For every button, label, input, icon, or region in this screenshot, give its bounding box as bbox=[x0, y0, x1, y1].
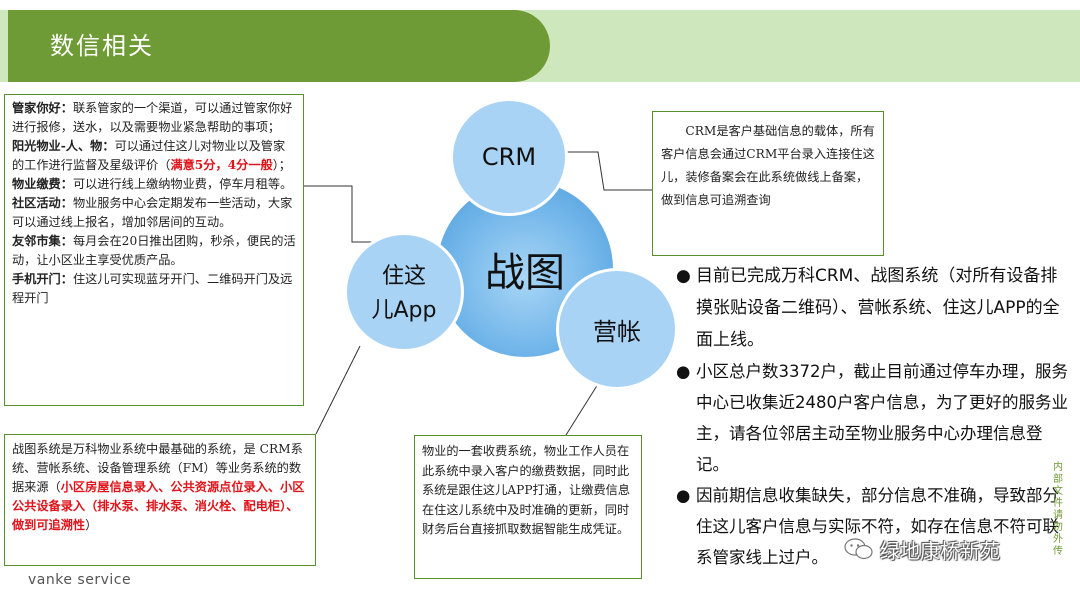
feature-text-sunshine-end: ）； bbox=[272, 158, 291, 172]
feature-text-payment: 可以进行线上缴纳物业费，停车月租等。 bbox=[72, 177, 293, 191]
bullet-item: ● 小区总户数3372户，截止目前通过停车办理，服务中心已收集近2480户客户信… bbox=[676, 356, 1074, 480]
yingzhang-description-box: 物业的一套收费系统，物业工作人员在此系统中录入客户的缴费数据，同时此系统是跟住这… bbox=[414, 435, 642, 579]
feature-key-activity: 社区活动： bbox=[12, 196, 73, 210]
connector-bottom-mid bbox=[565, 383, 599, 436]
bullet-dot-icon: ● bbox=[676, 266, 691, 286]
connector-bottom-left bbox=[315, 345, 361, 435]
crm-description-box: CRM是客户基础信息的载体，所有客户信息会通过CRM平台录入连接住这儿，装修备案… bbox=[652, 111, 884, 256]
circle-crm: CRM bbox=[450, 98, 568, 216]
page-title: 数信相关 bbox=[50, 32, 154, 60]
bullet-dot-icon: ● bbox=[676, 486, 691, 505]
wechat-icon bbox=[844, 538, 873, 560]
feature-text-sunshine: 可以通过住这儿对物业以及管家的工作进行监督及星级评价（ bbox=[12, 139, 286, 172]
circle-zhantu-label: 战图 bbox=[485, 250, 565, 296]
zhantu-description-box: 战图系统是万科物业系统中最基础的系统，是 CRM系统、营帐系统、设备管理系统（F… bbox=[4, 434, 316, 566]
wechat-watermark: 绿地康桥新苑 bbox=[844, 534, 1000, 564]
vanke-service-logo: vanke service bbox=[28, 572, 132, 588]
feature-key-market: 友邻市集： bbox=[12, 234, 73, 248]
header-tab bbox=[8, 10, 550, 82]
feature-rating-note: 满意5分，4分一般 bbox=[170, 158, 273, 172]
watermark-text: 绿地康桥新苑 bbox=[880, 538, 1000, 563]
zhuzheer-features-box: 管家你好：联系管家的一个渠道，可以通过管家你好进行报修，送水，以及需要物业紧急帮… bbox=[4, 94, 304, 406]
bullet-dot-icon: ● bbox=[676, 362, 691, 381]
bullet-item: ● 因前期信息收集缺失，部分信息不准确，导致部分住这儿客户信息与实际不符，如存在… bbox=[676, 480, 1074, 573]
feature-key-payment: 物业缴费： bbox=[12, 177, 73, 191]
connector-crm bbox=[566, 151, 652, 191]
bullet-text: 目前已完成万科CRM、战图系统（对所有设备排摸张贴设备二维码）、营帐系统、住这儿… bbox=[696, 266, 1060, 350]
circle-yingzhang-label: 营帐 bbox=[593, 317, 641, 346]
feature-text-activity: 物业服务中心会定期发布一些活动，大家可以通过线上报名，增加邻居间的互动。 bbox=[12, 196, 293, 229]
feature-key-butler: 管家你好： bbox=[12, 101, 73, 115]
bullet-text: 小区总户数3372户，截止目前通过停车办理，服务中心已收集近2480户客户信息，… bbox=[696, 362, 1068, 474]
circle-yingzhang: 营帐 bbox=[556, 268, 678, 390]
feature-text-door: 住这儿可实现蓝牙开门、二维码开门及远程开门 bbox=[12, 272, 293, 305]
circle-app-label-line1: 住这 bbox=[381, 264, 426, 289]
connector-left bbox=[304, 185, 372, 243]
status-bullet-list: ● 目前已完成万科CRM、战图系统（对所有设备排摸张贴设备二维码）、营帐系统、住… bbox=[676, 260, 1074, 573]
yingzhang-description-text: 物业的一套收费系统，物业工作人员在此系统中录入客户的缴费数据，同时此系统是跟住这… bbox=[422, 444, 631, 536]
internal-document-note: 内部文件请勿外传 bbox=[1053, 462, 1063, 557]
bullet-item: ● 目前已完成万科CRM、战图系统（对所有设备排摸张贴设备二维码）、营帐系统、住… bbox=[676, 260, 1074, 356]
bullet-text: 因前期信息收集缺失，部分信息不准确，导致部分住这儿客户信息与实际不符，如存在信息… bbox=[696, 486, 1059, 567]
crm-description-text: CRM是客户基础信息的载体，所有客户信息会通过CRM平台录入连接住这儿，装修备案… bbox=[661, 124, 875, 207]
feature-key-door: 手机开门： bbox=[12, 272, 73, 286]
circle-app-label-line2: 儿App bbox=[371, 298, 437, 323]
zhantu-description-end: ） bbox=[85, 518, 98, 532]
zhantu-description-text: 战图系统是万科物业系统中最基础的系统，是 CRM系统、营帐系统、设备管理系统（F… bbox=[12, 442, 303, 494]
zhantu-description-red: 小区房屋信息录入、公共资源点位录入、小区公共设备录入（排水泵、排水泵、消火栓、配… bbox=[12, 480, 305, 532]
circle-zhuzheer-app: 住这 儿App bbox=[344, 232, 464, 352]
feature-key-sunshine: 阳光物业-人、物： bbox=[12, 139, 115, 153]
feature-text-butler: 联系管家的一个渠道，可以通过管家你好进行报修，送水，以及需要物业紧急帮助的事项； bbox=[12, 101, 293, 134]
feature-text-market: 每月会在20日推出团购，秒杀，便民的活动，让小区业主享受优质产品。 bbox=[12, 234, 296, 267]
circle-crm-label: CRM bbox=[481, 143, 537, 171]
